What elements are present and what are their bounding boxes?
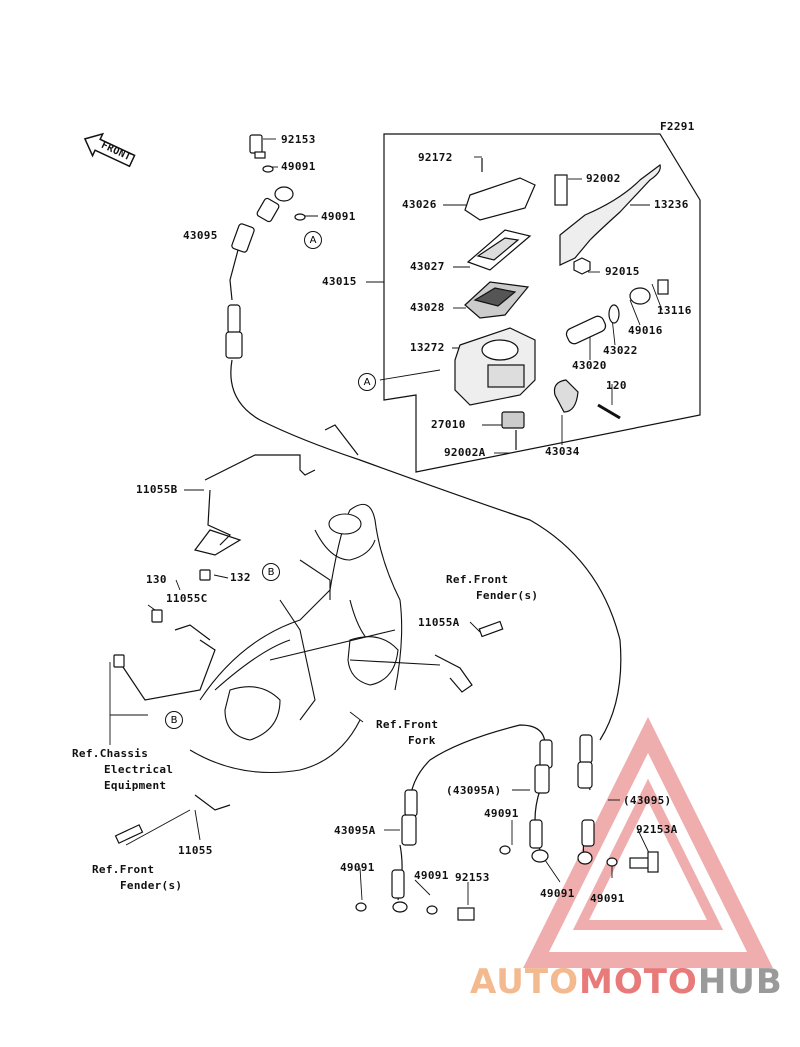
part-49091-b: 49091 — [321, 210, 356, 223]
watermark-logo-text: AUTOMOTOHUB — [470, 962, 783, 1002]
watermark-hub: HUB — [697, 962, 783, 1002]
ref-front-fork-line2: Fork — [408, 734, 436, 747]
part-92153A: 92153A — [636, 823, 678, 836]
front-fork-assembly — [189, 503, 441, 774]
part-49091-c: 49091 — [484, 807, 519, 820]
ref-front-fender-upper-line2: Fender(s) — [476, 589, 539, 602]
part-11055: 11055 — [178, 844, 213, 857]
part-43034: 43034 — [545, 445, 580, 458]
part-43095-top: 43095 — [183, 229, 218, 242]
master-cylinder-parts — [454, 158, 669, 450]
ref-front-fender-lower-line1: Ref.Front — [92, 863, 155, 876]
master-cylinder-group-frame — [383, 133, 701, 473]
part-49091-f: 49091 — [540, 887, 575, 900]
part-49091-g: 49091 — [590, 892, 625, 905]
callout-a-box: A — [358, 373, 376, 391]
callout-b-lower: B — [165, 711, 183, 729]
brake-hose-upper — [229, 249, 622, 741]
part-43015: 43015 — [322, 275, 357, 288]
ref-front-fender-lower-line2: Fender(s) — [120, 879, 183, 892]
part-27010: 27010 — [431, 418, 466, 431]
lower-hose-fittings — [355, 734, 618, 915]
part-43020: 43020 — [572, 359, 607, 372]
part-132: 132 — [230, 571, 251, 584]
part-11055C: 11055C — [166, 592, 208, 605]
part-92002: 92002 — [586, 172, 621, 185]
part-130: 130 — [146, 573, 167, 586]
watermark-auto: AUTO — [470, 962, 579, 1002]
part-11055B: 11055B — [136, 483, 178, 496]
part-49091-a: 49091 — [281, 160, 316, 173]
part-43027: 43027 — [410, 260, 445, 273]
part-49016: 49016 — [628, 324, 663, 337]
ref-front-fork-line1: Ref.Front — [376, 718, 439, 731]
part-43028: 43028 — [410, 301, 445, 314]
part-43022: 43022 — [603, 344, 638, 357]
ref-chassis-line1: Ref.Chassis — [72, 747, 149, 760]
watermark-triangle — [523, 717, 773, 968]
part-43026: 43026 — [402, 198, 437, 211]
ref-chassis-line2: Electrical — [104, 763, 174, 776]
part-49091-e: 49091 — [414, 869, 449, 882]
figure-code: F2291 — [660, 120, 695, 133]
part-13236: 13236 — [654, 198, 689, 211]
part-13116: 13116 — [657, 304, 692, 317]
ref-front-fender-upper-line1: Ref.Front — [446, 573, 509, 586]
callout-b-upper: B — [262, 563, 280, 581]
ref-chassis-line3: Equipment — [104, 779, 167, 792]
part-92153-bottom: 92153 — [455, 871, 490, 884]
brackets — [114, 424, 473, 811]
part-92015: 92015 — [605, 265, 640, 278]
part-13272: 13272 — [410, 341, 445, 354]
watermark-moto: MOTO — [578, 962, 698, 1002]
part-49091-d: 49091 — [340, 861, 375, 874]
part-43095A-left: 43095A — [334, 824, 376, 837]
part-43095A-paren: (43095A) — [446, 784, 502, 797]
part-43095-paren: (43095) — [623, 794, 672, 807]
part-92172: 92172 — [418, 151, 453, 164]
leader-lines — [109, 138, 663, 905]
bolts — [113, 569, 659, 921]
part-92002A: 92002A — [444, 446, 486, 459]
part-120: 120 — [606, 379, 627, 392]
part-11055A: 11055A — [418, 616, 460, 629]
callout-a-upper: A — [304, 231, 322, 249]
part-92153-top: 92153 — [281, 133, 316, 146]
front-arrow-icon — [83, 132, 136, 168]
upper-hose-fittings — [225, 134, 306, 359]
